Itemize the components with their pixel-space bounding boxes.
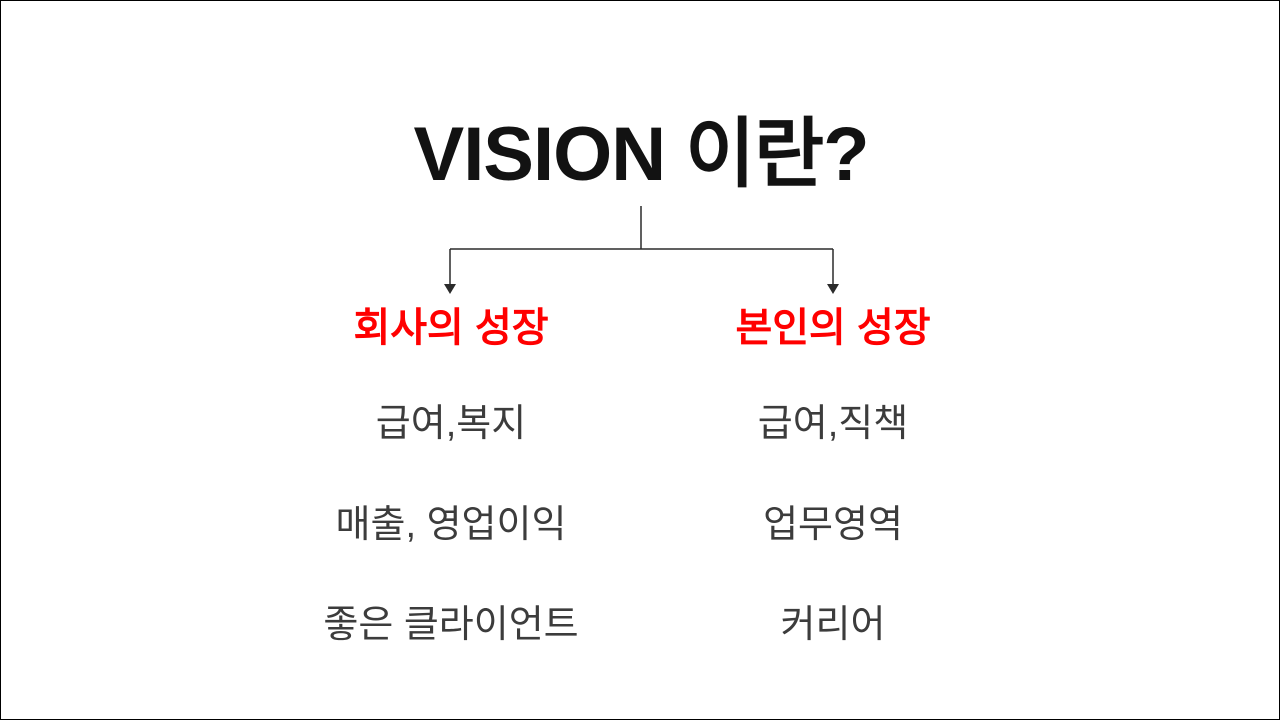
right-column-item-2: 업무영역 — [763, 504, 903, 546]
right-column-heading: 본인의 성장 — [735, 306, 931, 350]
left-column-item-3: 좋은 클라이언트 — [323, 604, 579, 646]
right-column-item-1: 급여,직책 — [757, 403, 909, 445]
left-arrowhead-icon — [444, 284, 456, 294]
left-column-item-1: 급여,복지 — [375, 403, 527, 445]
left-column-item-2: 매출, 영업이익 — [335, 504, 567, 546]
slide-title: VISION 이란? — [413, 112, 870, 197]
left-column-heading: 회사의 성장 — [353, 306, 549, 350]
right-column-item-3: 커리어 — [780, 604, 886, 646]
right-arrowhead-icon — [827, 284, 839, 294]
